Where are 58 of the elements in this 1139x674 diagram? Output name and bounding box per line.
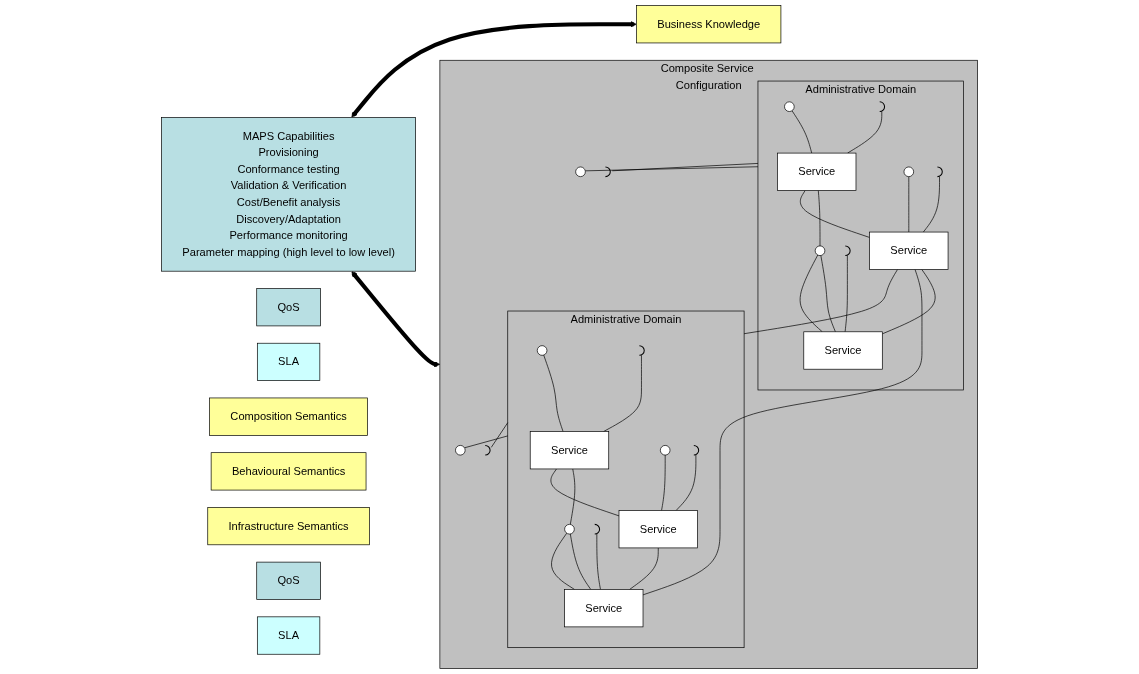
node-box: Infrastructure Semantics <box>207 507 370 546</box>
node-box: Service <box>803 331 883 370</box>
node-box: Service <box>529 431 610 470</box>
connector <box>569 468 576 525</box>
connector <box>603 355 642 432</box>
node-arc <box>638 345 645 356</box>
connector <box>820 255 836 333</box>
node-box: Composition Semantics <box>209 397 368 436</box>
node-box: SLA <box>256 616 321 655</box>
node-circle <box>659 445 671 456</box>
arrow <box>351 21 637 118</box>
node-box: Business Knowledge <box>636 5 782 44</box>
connector <box>922 176 940 233</box>
arrow <box>351 271 441 368</box>
node-circle <box>536 345 548 356</box>
connector <box>817 190 821 247</box>
node-arc <box>594 523 601 535</box>
node-circle <box>575 166 586 177</box>
connector <box>584 166 759 172</box>
connector <box>844 255 848 333</box>
node-box: Service <box>869 231 949 270</box>
connector <box>791 110 813 154</box>
node-arc <box>693 444 700 456</box>
node-circle <box>784 101 795 112</box>
node-circle <box>455 445 466 456</box>
connector <box>799 190 870 238</box>
node-box: SLA <box>256 342 321 381</box>
connector <box>661 454 666 511</box>
node-box: Service <box>777 152 857 191</box>
connector <box>642 269 923 596</box>
node-circle <box>814 245 826 256</box>
connector <box>881 269 936 335</box>
node-box: Behavioural Semantics <box>210 452 367 491</box>
node-arc <box>484 444 491 456</box>
connector <box>551 532 575 590</box>
node-arc <box>879 101 886 113</box>
connector <box>799 254 823 333</box>
connector <box>543 354 564 432</box>
connector <box>908 176 910 233</box>
connector <box>569 533 592 590</box>
node-box: QoS <box>256 288 321 327</box>
node-box: Service <box>564 589 644 628</box>
node-arc <box>844 245 851 257</box>
node-arc <box>936 166 943 178</box>
connector <box>550 468 620 517</box>
connector <box>675 454 697 511</box>
connector <box>629 547 659 590</box>
connector <box>464 435 509 449</box>
connector <box>847 111 883 154</box>
node-arc <box>604 166 611 178</box>
node-box: QoS <box>256 561 321 600</box>
node-circle <box>903 166 914 177</box>
node-circle <box>564 524 575 535</box>
connector <box>596 533 601 590</box>
node-box: MAPS Capabilities Provisioning Conformance testing Validation & Verification Cost/Benefit analysis Discovery/Adaptation Performance monitoring Parameter mapping (high level to low level) <box>161 117 416 272</box>
connector <box>490 422 509 448</box>
connector <box>743 269 898 335</box>
node-box: Service <box>618 510 698 549</box>
